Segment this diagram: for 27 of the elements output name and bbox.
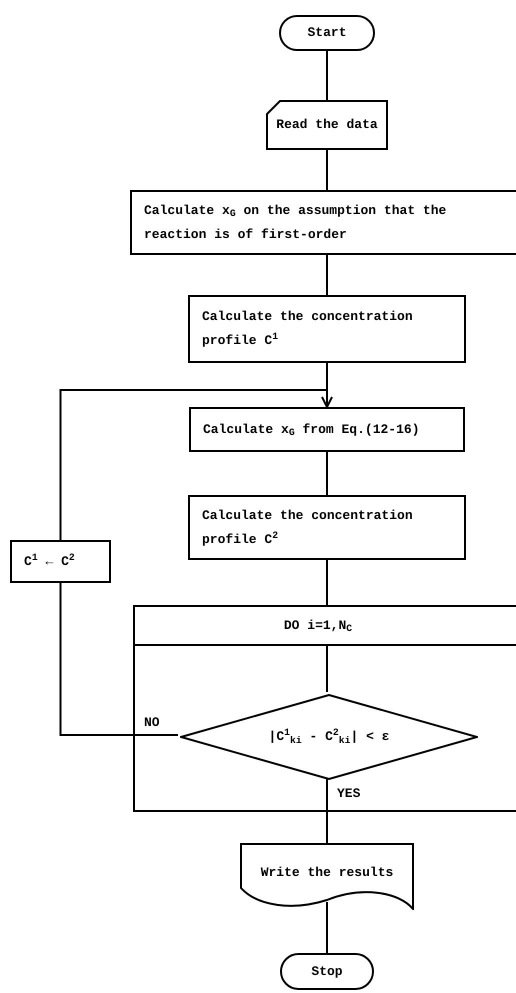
node-label: Calculate x$_{G}$ on the assumption that the reaction is of first-order xyxy=(144,202,448,244)
node-label: DO i=1,N$_{C}$ xyxy=(284,616,352,636)
process-box xyxy=(188,495,466,560)
process-box xyxy=(189,407,465,452)
node-label: Write the results xyxy=(260,864,394,882)
node-label: Calculate x$_{G}$ from Eq.(12-16) xyxy=(203,420,420,440)
connector-line xyxy=(326,646,328,692)
connector-line xyxy=(326,778,328,843)
process-box xyxy=(130,190,516,255)
connector-line xyxy=(326,150,328,190)
node-label: Stop xyxy=(311,962,343,981)
process-box xyxy=(10,540,111,583)
connector-line xyxy=(326,560,328,605)
node-label: Read the data xyxy=(276,116,378,134)
node-label: Start xyxy=(307,24,346,42)
connector-line xyxy=(60,389,333,540)
node-label: Calculate the concentration profile C$^{1}$ xyxy=(202,308,414,350)
process-box xyxy=(188,295,466,363)
connector-line xyxy=(60,583,178,736)
node-label: Calculate the concentration profile C$^{2}$ xyxy=(202,506,414,548)
node-label: C$^{1}$ ← C$^{2}$ xyxy=(24,550,75,570)
connector-line xyxy=(326,902,328,953)
connector-line xyxy=(326,255,328,295)
loop-frame xyxy=(133,605,516,812)
node-label: |C$^{1}$$_{ki}$ - C$^{2}$$_{ki}$| < ε xyxy=(268,727,390,747)
connector-line xyxy=(326,51,328,100)
connector-line xyxy=(326,452,328,495)
